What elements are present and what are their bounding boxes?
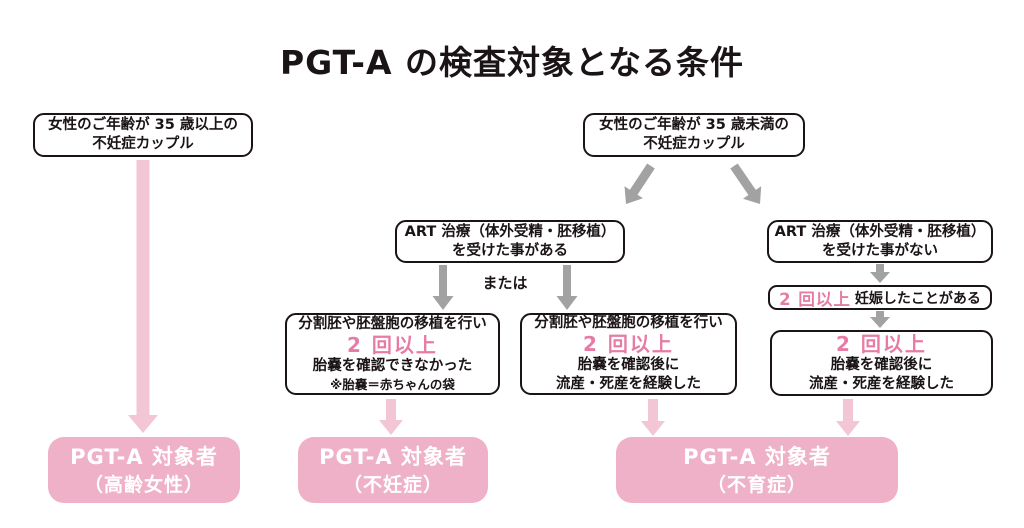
condition-box-miscarriage-after-transfer: 分割胚や胚盤胞の移植を行い 2 回以上 胎嚢を確認後に 流産・死産を経験した <box>520 313 737 395</box>
highlight-twice-or-more: 2 回以上 <box>583 332 674 356</box>
result-text: PGT-A 対象者 <box>683 445 831 469</box>
condition-box-age-over-35: 女性のご年齢が 35 歳以上の 不妊症カップル <box>33 113 253 157</box>
condition-text: 胎嚢を確認後に <box>577 357 680 373</box>
condition-text: ART 治療（体外受精・胚移植） <box>774 223 986 240</box>
highlight-twice-or-more: 2 回以上 <box>347 333 438 357</box>
condition-text: 流産・死産を経験した <box>556 376 701 392</box>
condition-box-pregnancy-history: 2 回以上 妊娠したことがある <box>768 285 992 310</box>
arrow-no-sac-to-result-infertility <box>379 399 403 435</box>
condition-text: 分割胚や胚盤胞の移植を行い <box>298 316 487 332</box>
condition-text: を受けた事がある <box>452 242 568 259</box>
condition-text: 分割胚や胚盤胞の移植を行い <box>534 315 723 331</box>
condition-text: 不妊症カップル <box>92 136 194 152</box>
condition-text: 妊娠したことがある <box>854 290 981 307</box>
arrow-art-to-no-sac-condition <box>432 265 454 310</box>
result-text: （高齢女性） <box>83 474 204 496</box>
result-box-advanced-maternal-age: PGT-A 対象者 （高齢女性） <box>48 437 240 503</box>
condition-box-age-under-35: 女性のご年齢が 35 歳未満の 不妊症カップル <box>583 113 805 157</box>
arrow-art-no-to-pregnancy-history <box>870 264 890 283</box>
condition-box-no-gestational-sac: 分割胚や胚盤胞の移植を行い 2 回以上 胎嚢を確認できなかった ※胎嚢＝赤ちゃん… <box>285 313 500 395</box>
condition-text: 女性のご年齢が 35 歳未満の <box>599 117 789 133</box>
arrow-pregnancy-to-loss-condition <box>870 311 890 328</box>
result-text: （不妊症） <box>342 474 443 496</box>
arrow-over35-to-result-senior <box>128 160 158 433</box>
condition-text: 胎嚢を確認後に <box>830 356 933 373</box>
condition-text: を受けた事がない <box>822 242 938 259</box>
condition-text: 不妊症カップル <box>643 136 745 152</box>
result-text: PGT-A 対象者 <box>319 445 467 469</box>
footnote-gestational-sac: ※胎嚢＝赤ちゃんの袋 <box>330 377 455 392</box>
arrow-under35-to-art-received <box>624 163 655 204</box>
condition-box-miscarriage-after-sac: 2 回以上 胎嚢を確認後に 流産・死産を経験した <box>770 330 993 396</box>
arrow-art-to-loss-condition <box>556 265 578 310</box>
arrow-loss2-to-result-rpl <box>836 399 860 436</box>
condition-text: ART 治療（体外受精・胚移植） <box>404 223 616 240</box>
condition-text: 流産・死産を経験した <box>809 375 954 392</box>
result-text: PGT-A 対象者 <box>70 445 218 469</box>
arrow-under35-to-art-not-received <box>730 163 762 204</box>
highlight-twice-or-more: 2 回以上 <box>779 289 851 309</box>
condition-text: 女性のご年齢が 35 歳以上の <box>48 117 238 133</box>
arrow-loss-to-result-rpl <box>641 399 665 436</box>
result-box-infertility: PGT-A 対象者 （不妊症） <box>298 437 488 503</box>
condition-box-art-received: ART 治療（体外受精・胚移植） を受けた事がある <box>395 220 625 263</box>
result-box-recurrent-pregnancy-loss: PGT-A 対象者 （不育症） <box>616 437 898 503</box>
highlight-twice-or-more: 2 回以上 <box>836 331 927 356</box>
condition-box-art-not-received: ART 治療（体外受精・胚移植） を受けた事がない <box>767 220 993 263</box>
or-label: または <box>482 274 528 292</box>
result-text: （不育症） <box>706 474 807 496</box>
page-title: PGT-A の検査対象となる条件 <box>279 43 745 82</box>
condition-text: 胎嚢を確認できなかった <box>312 358 473 374</box>
